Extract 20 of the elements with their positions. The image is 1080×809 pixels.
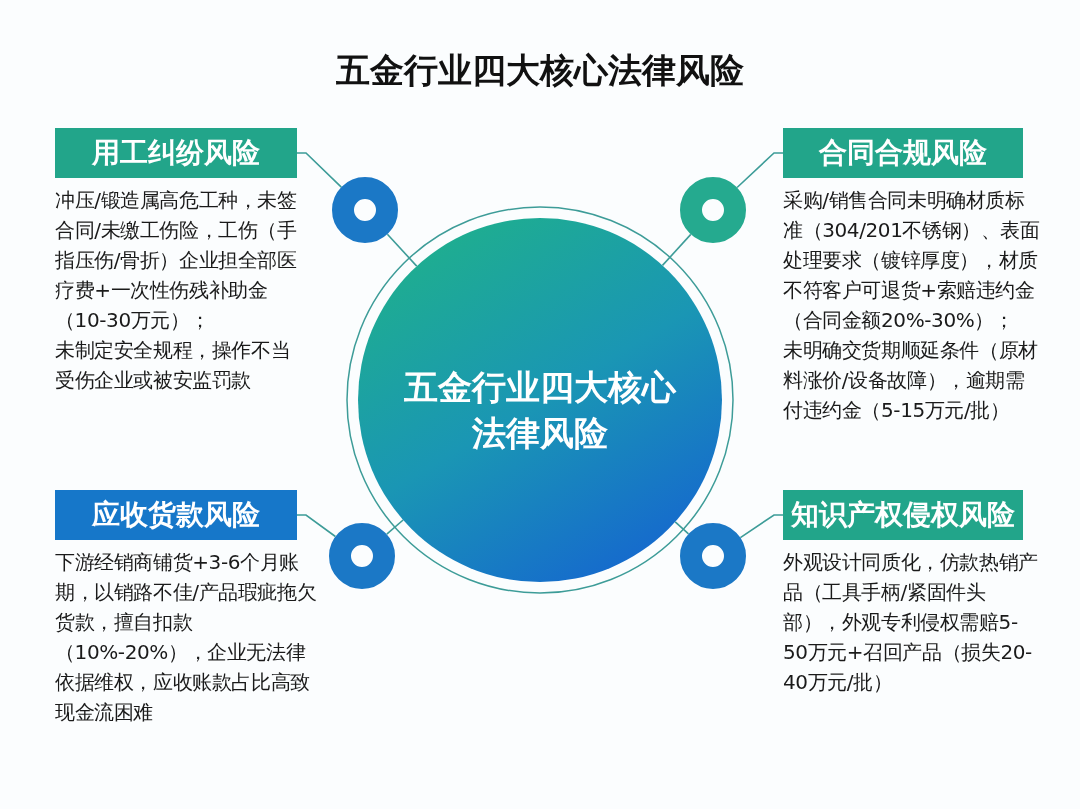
connector-line [296,514,337,538]
body-text: 冲压/锻造属高危工种，未签合同/未缴工伤险，工伤（手指压伤/骨折）企业担全部医疗费+一次性伤残补助金（10-30万元）； [55,187,297,334]
connector-line [386,519,404,535]
body-text: 外观设计同质化，仿款热销产品（工具手柄/紧固件头部），外观专利侵权需赔5-50万元+召回产品（损失20-40万元/批） [783,549,1039,696]
connector-line [736,152,784,189]
connector-line [739,514,784,539]
heading-banner: 应收货款风险 [55,490,297,540]
heading-banner: 知识产权侵权风险 [783,490,1023,540]
connector-line [661,233,692,267]
body-text: 下游经销商铺货+3-6个月账期，以销路不佳/产品瑕疵拖欠货款，擅自扣款（10%-20%），企业无法律依据维权，应收账款占比高致现金流困难 [55,549,317,726]
connector-line [296,152,343,188]
heading-banner: 用工纠纷风险 [55,128,297,178]
connector-line [386,233,418,267]
center-label: 五金行业四大核心法律风险 [403,366,678,455]
heading-banner: 合同合规风险 [783,128,1023,178]
body-text: 采购/销售合同未明确材质标准（304/201不锈钢）、表面处理要求（镀锌厚度），材质不符客户可退货+索赔违约金（合同金额20%-30%）； [783,187,1041,334]
body-text: 未明确交货期顺延条件（原材料涨价/设备故障），逾期需付违约金（5-15万元/批） [783,337,1039,424]
title: 五金行业四大核心法律风险 [335,49,745,92]
body-text: 未制定安全规程，操作不当受伤企业或被安监罚款 [55,337,292,394]
connector-line [674,521,690,535]
